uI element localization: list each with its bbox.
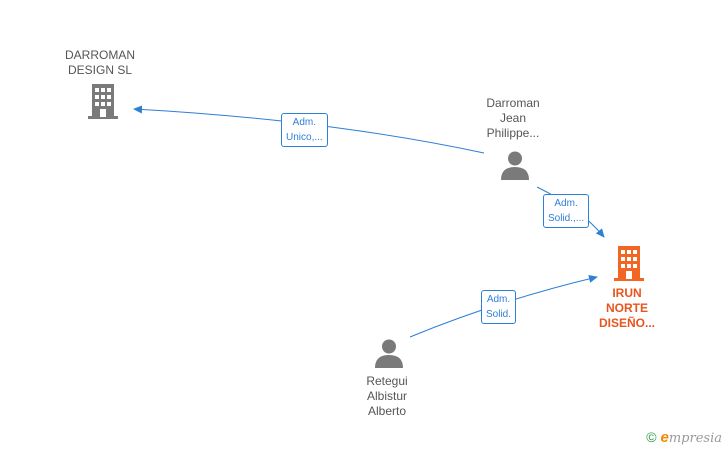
node-label-irun-norte[interactable]: IRUN NORTE DISEÑO... [577,286,677,331]
building-icon[interactable] [612,245,646,286]
building-icon[interactable] [86,83,120,124]
brand-initial: e [660,429,669,446]
node-label-line: DESIGN SL [67,63,133,77]
node-label-line: Albistur [366,389,407,403]
edge-label-retegui-to-irun[interactable]: Adm. Solid. [481,290,517,324]
node-label-line: Darroman [486,96,540,110]
brand-name: mpresia [668,431,722,446]
person-icon[interactable] [374,338,404,373]
edge-label-line: Unico,... [286,132,323,143]
node-label-line: Alberto [367,404,407,418]
edge-label-line: Adm. [486,294,511,305]
edge-label-line: Solid. [486,309,512,320]
edge-label-line: Solid.,... [548,213,585,224]
node-label-darroman-jean[interactable]: Darroman Jean Philippe... [463,96,563,141]
node-label-line: IRUN [612,286,642,300]
node-label-line: DISEÑO... [598,316,655,330]
node-label-line: Philippe... [486,126,540,140]
node-label-line: DARROMAN [64,48,135,62]
brand-logo: ©empresia [646,429,722,446]
edge-label-line: Adm. [554,198,578,209]
node-label-retegui[interactable]: Retegui Albistur Alberto [337,374,437,419]
person-icon[interactable] [500,150,530,185]
edge-label-jean-to-irun[interactable]: Adm. Solid.,... [543,194,590,228]
node-label-line: Jean [499,111,527,125]
node-label-line: NORTE [606,301,648,315]
node-label-line: Retegui [366,374,408,388]
copyright-symbol: © [646,429,657,445]
node-label-darroman-design[interactable]: DARROMAN DESIGN SL [50,48,150,78]
edge-label-jean-to-darroman[interactable]: Adm. Unico,... [281,113,328,147]
edge-label-line: Adm. [292,117,317,128]
